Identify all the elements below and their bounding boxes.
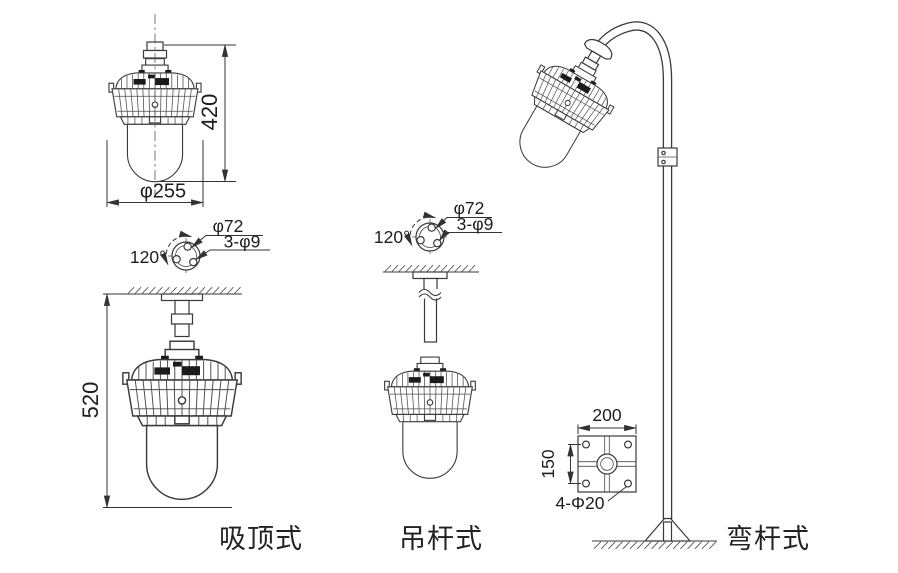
- mount-plate: [412, 271, 448, 280]
- ceiling-mount-view: 520 吸顶式: [78, 286, 303, 554]
- pole-socket-outer: [596, 453, 618, 475]
- dim-label-520: 520: [78, 382, 103, 419]
- anchor-hole: [581, 440, 590, 449]
- bolt-hole: [427, 223, 436, 232]
- leader-phi72: [434, 217, 492, 230]
- dim-label-200: 200: [592, 405, 621, 425]
- bolt-hole: [183, 242, 192, 251]
- lamp-pole: [495, 44, 626, 186]
- ground-hatch: [593, 541, 717, 550]
- dim-label-420: 420: [197, 94, 222, 131]
- label-phi72: φ72: [213, 216, 244, 236]
- dim-label-phi255: φ255: [140, 181, 186, 203]
- label-4phi20: 4-Φ20: [556, 493, 605, 513]
- bolt-hole: [172, 255, 181, 264]
- extension-lines: [106, 140, 204, 207]
- height-dimension-420: 420: [160, 43, 236, 183]
- anchor-hole: [623, 479, 632, 488]
- label-3phi9: 3-φ9: [224, 232, 261, 252]
- label-3phi9: 3-φ9: [457, 214, 494, 234]
- ceiling-hatch: [127, 286, 241, 294]
- pole-mount-view: 弯杆式: [495, 21, 810, 554]
- pole-socket-inner: [600, 457, 614, 471]
- label-phi72: φ72: [454, 198, 485, 218]
- width-dimension-200: 200: [576, 405, 638, 434]
- base-plate-detail: 200 150 4-Φ20: [538, 405, 638, 513]
- leader-3phi9: [195, 249, 270, 261]
- bolt-hole: [189, 257, 198, 267]
- ceiling-hatch: [384, 264, 476, 272]
- stem-joint: [170, 313, 194, 325]
- holes-callout-4phi20: 4-Φ20: [556, 486, 627, 513]
- label-120deg: 120°: [130, 247, 166, 267]
- mount-hole-detail-middle: φ72 3-φ9 120°: [374, 198, 502, 255]
- anchor-hole: [623, 440, 632, 449]
- coupler-bolt: [661, 159, 666, 165]
- leader-line: [607, 486, 627, 502]
- canopy-cap: [583, 38, 613, 60]
- stem-section: [174, 323, 190, 338]
- mount-plate: [160, 293, 204, 302]
- spacing-dimension-150: 150: [538, 443, 581, 485]
- mount-hole-detail-left: φ72 3-φ9 120°: [130, 216, 270, 274]
- bolt-hole: [416, 235, 425, 245]
- caption-rod-type: 吊杆式: [399, 524, 483, 554]
- tilted-lamp-assembly: [495, 38, 626, 186]
- rod-mount-view: 吊杆式: [383, 264, 483, 554]
- stem-section: [174, 299, 190, 316]
- angle-arc-120: [404, 211, 437, 247]
- anchor-hole: [581, 479, 590, 488]
- dim-label-150: 150: [538, 449, 558, 478]
- coupler-bolt: [661, 150, 666, 156]
- leader-3phi9: [438, 229, 502, 242]
- angle-arc-120: [160, 230, 193, 266]
- suspension-rod: [423, 296, 438, 343]
- label-120deg: 120°: [374, 227, 410, 247]
- front-view: 420 φ255: [105, 14, 236, 207]
- rod-break-symbol: [418, 288, 442, 301]
- extension-lines: [577, 424, 637, 434]
- lamp-ceiling: [122, 340, 242, 501]
- height-dimension-520: 520: [78, 292, 232, 509]
- leader-phi72: [190, 235, 263, 249]
- lamp-rod: [384, 356, 476, 480]
- caption-ceiling-type: 吸顶式: [219, 524, 303, 554]
- caption-pole-type: 弯杆式: [726, 524, 810, 554]
- pole-tube-core: [592, 22, 671, 536]
- diameter-dimension-255: φ255: [105, 140, 205, 207]
- base-slot: [662, 521, 673, 542]
